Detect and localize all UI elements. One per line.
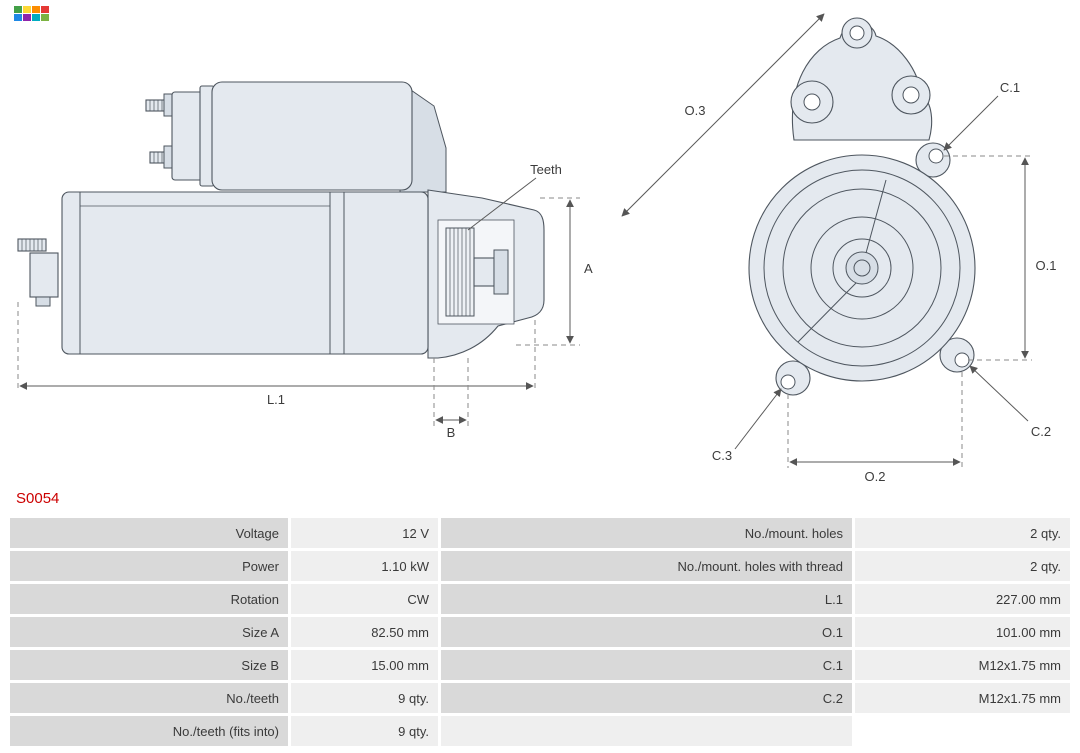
solenoid [145, 81, 413, 191]
logo-pixel [14, 6, 22, 13]
spec-value-cell: 227.00 mm [855, 584, 1070, 614]
spec-label-cell: O.1 [441, 617, 852, 647]
spec-value-cell: 2 qty. [855, 518, 1070, 548]
spec-label-cell: L.1 [441, 584, 852, 614]
spec-label-cell: Size B [10, 650, 288, 680]
label-c3: C.3 [712, 448, 732, 463]
spec-label-cell: No./mount. holes [441, 518, 852, 548]
spec-value-cell: 82.50 mm [291, 617, 438, 647]
brand-logo [14, 6, 49, 21]
logo-pixel [14, 14, 22, 21]
dimension-o1: O.1 [944, 155, 1057, 361]
spec-value-cell: 9 qty. [291, 683, 438, 713]
label-o3: O.3 [685, 103, 706, 118]
motor-body [61, 191, 429, 355]
mount-hole-c1 [928, 148, 944, 164]
spec-label-cell: Size A [10, 617, 288, 647]
logo-pixel [32, 14, 40, 21]
label-o1: O.1 [1036, 258, 1057, 273]
label-teeth: Teeth [530, 162, 562, 177]
technical-drawing: Teeth A L.1 B [17, 13, 1057, 484]
logo-pixel [23, 6, 31, 13]
spec-value-cell: 9 qty. [291, 716, 438, 746]
dimension-b: B [433, 358, 469, 440]
mount-hole-c3 [780, 374, 796, 390]
spec-value-cell [855, 716, 1070, 746]
logo-pixel [41, 14, 49, 21]
label-l1: L.1 [267, 392, 285, 407]
dimension-o2: O.2 [787, 372, 963, 484]
dimension-o3: O.3 [621, 13, 825, 217]
spec-label-cell: No./teeth [10, 683, 288, 713]
starter-side-view [17, 81, 545, 359]
spec-label-cell: No./teeth (fits into) [10, 716, 288, 746]
left-ear-hole [803, 93, 821, 111]
label-c2: C.2 [1031, 424, 1051, 439]
spec-label-cell: No./mount. holes with thread [441, 551, 852, 581]
label-o2: O.2 [865, 469, 886, 484]
spec-value-cell: 15.00 mm [291, 650, 438, 680]
spec-value-cell: M12x1.75 mm [855, 650, 1070, 680]
starter-front-view [748, 17, 976, 396]
part-number: S0054 [16, 490, 60, 507]
logo-pixel [23, 14, 31, 21]
label-size-b: B [447, 425, 456, 440]
dimension-c2: C.2 [969, 365, 1051, 439]
label-size-a: A [584, 261, 593, 276]
right-ear-hole [902, 86, 920, 104]
spec-label-cell [441, 716, 852, 746]
logo-pixel [32, 6, 40, 13]
spec-value-cell: 2 qty. [855, 551, 1070, 581]
dimension-a: A [516, 197, 593, 346]
shaft-center [853, 259, 871, 277]
spec-value-cell: M12x1.75 mm [855, 683, 1070, 713]
dimension-c1: C.1 [943, 80, 1020, 151]
terminal-stud [17, 238, 59, 307]
mount-hole-c2 [954, 352, 970, 368]
dimension-l1: L.1 [17, 302, 536, 407]
spec-value-cell: 1.10 kW [291, 551, 438, 581]
spec-label-cell: Rotation [10, 584, 288, 614]
pinion-gear [445, 227, 509, 317]
top-ear-hole [849, 25, 865, 41]
label-c1: C.1 [1000, 80, 1020, 95]
dimension-c3: C.3 [712, 388, 782, 463]
logo-pixel [41, 6, 49, 13]
spec-label-cell: C.1 [441, 650, 852, 680]
spec-label-cell: C.2 [441, 683, 852, 713]
spec-value-cell: 101.00 mm [855, 617, 1070, 647]
spec-value-cell: 12 V [291, 518, 438, 548]
spec-row: No./teeth (fits into)9 qty. [10, 716, 1070, 746]
dimension-teeth: Teeth [467, 162, 562, 231]
spec-value-cell: CW [291, 584, 438, 614]
spec-label-cell: Voltage [10, 518, 288, 548]
spec-label-cell: Power [10, 551, 288, 581]
